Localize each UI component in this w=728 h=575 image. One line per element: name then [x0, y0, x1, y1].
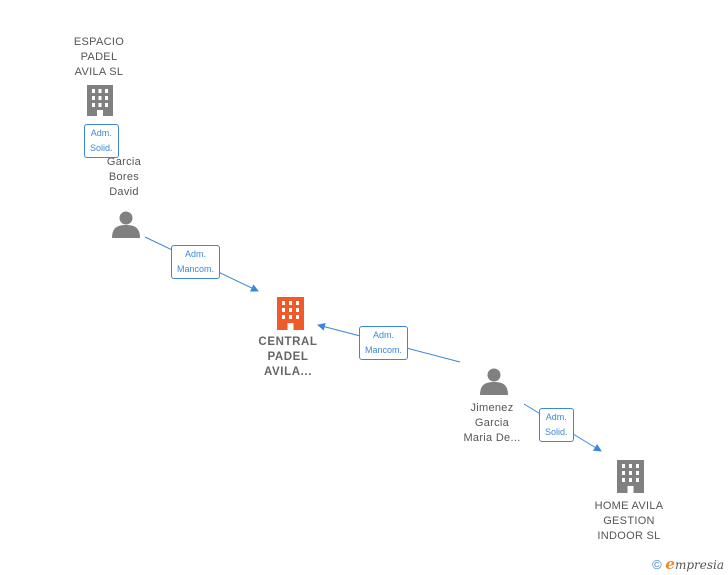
node-label-garcia-bores-david[interactable]: Garcia Bores David: [86, 155, 162, 200]
label-line: CENTRAL: [258, 336, 318, 348]
edge-label-line: Solid.: [90, 143, 113, 153]
label-line: David: [109, 186, 139, 198]
brand-rest: mpresia: [674, 558, 724, 572]
label-line: GESTION: [603, 515, 655, 527]
label-line: PADEL: [80, 51, 118, 63]
label-line: HOME AVILA: [594, 500, 664, 512]
copyright-symbol: ©: [652, 557, 662, 572]
label-line: ESPACIO: [73, 36, 125, 48]
label-line: Garcia: [106, 156, 142, 168]
edge-label-line: Adm.: [90, 128, 112, 138]
edge-label-line: Mancom.: [177, 264, 215, 274]
edge-label-adm-solid[interactable]: Adm. Solid.: [539, 408, 574, 442]
node-label-central-padel-avila[interactable]: CENTRAL PADEL AVILA...: [246, 335, 330, 380]
label-line: Garcia: [474, 417, 510, 429]
building-icon-main[interactable]: [277, 297, 304, 330]
edge-label-line: Solid.: [545, 427, 568, 437]
person-icon[interactable]: [480, 368, 508, 396]
edge-label-line: Mancom.: [365, 345, 403, 355]
brand-initial: e: [665, 555, 675, 573]
edge-label-line: Adm.: [185, 249, 207, 259]
label-line: Bores: [108, 171, 140, 183]
label-line: PADEL: [267, 351, 309, 363]
label-line: Jimenez: [470, 402, 514, 414]
building-icon[interactable]: [617, 460, 644, 493]
edge-label-line: Adm.: [545, 412, 567, 422]
label-line: AVILA SL: [74, 66, 124, 78]
edge-label-adm-mancom[interactable]: Adm. Mancom.: [359, 326, 409, 360]
empresia-logo: © empresia: [652, 555, 724, 573]
node-label-espacio-padel-avila[interactable]: ESPACIO PADEL AVILA SL: [58, 35, 140, 80]
node-label-jimenez-garcia-maria[interactable]: Jimenez Garcia Maria De...: [446, 401, 538, 446]
label-line: Maria De...: [463, 432, 521, 444]
edge-label-line: Adm.: [373, 330, 395, 340]
edge-label-adm-mancom[interactable]: Adm. Mancom.: [171, 245, 221, 279]
label-line: INDOOR SL: [597, 530, 661, 542]
building-icon[interactable]: [87, 85, 113, 116]
person-icon[interactable]: [112, 211, 140, 239]
node-label-home-avila-gestion[interactable]: HOME AVILA GESTION INDOOR SL: [584, 499, 674, 544]
edge-label-adm-solid[interactable]: Adm. Solid.: [84, 124, 119, 158]
brand-name: empresia: [665, 555, 724, 573]
label-line: AVILA...: [263, 366, 313, 378]
